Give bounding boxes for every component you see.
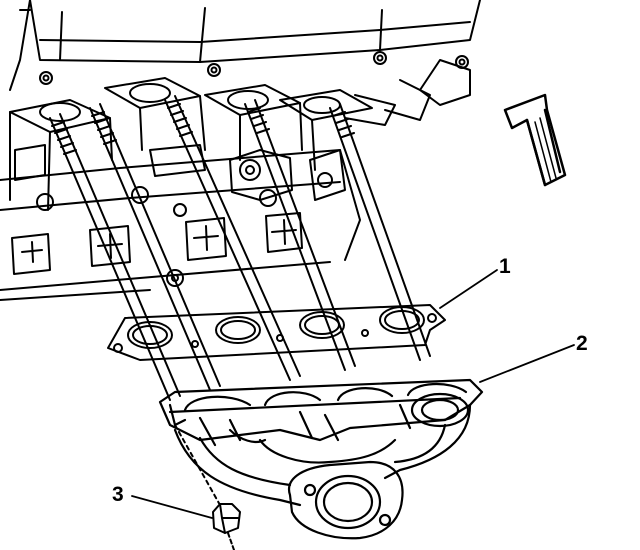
exhaust-manifold-gasket — [107, 304, 446, 361]
exhaust-manifold — [158, 378, 484, 540]
callout-1-leader — [439, 269, 498, 309]
callout-3-leader — [131, 495, 213, 519]
callout-2-label: 2 — [576, 332, 588, 355]
front-direction-arrow-icon — [503, 93, 567, 187]
callout-leaders — [131, 269, 575, 519]
callout-2-leader — [479, 344, 575, 383]
callout-1-label: 1 — [499, 255, 511, 278]
exhaust-studs — [49, 95, 431, 401]
callout-3-label: 3 — [112, 483, 124, 506]
engine-block — [0, 0, 481, 301]
manifold-nut — [174, 424, 241, 550]
